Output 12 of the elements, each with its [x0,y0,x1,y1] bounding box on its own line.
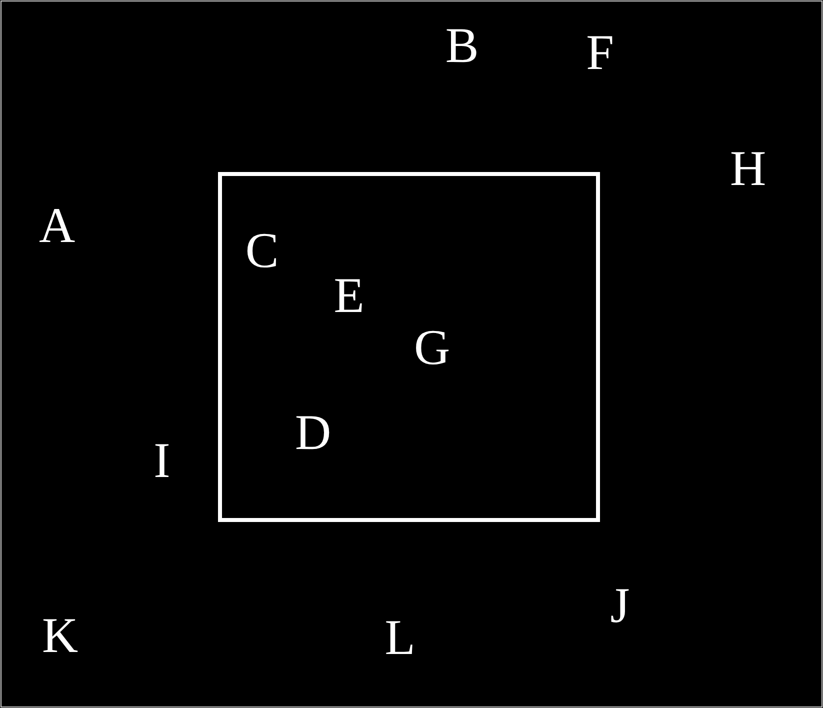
letter-label: G [414,322,450,372]
letter-label: J [610,580,630,630]
letter-label: I [154,435,170,485]
letter-label: A [38,200,76,250]
letter-label: F [586,27,614,77]
letter-label: L [384,612,416,662]
letter-label: D [294,407,332,457]
letter-label: B [445,20,479,70]
letter-label: E [334,270,364,320]
letter-label: K [42,610,78,660]
letter-label: C [245,225,279,275]
letter-label: H [730,143,766,193]
